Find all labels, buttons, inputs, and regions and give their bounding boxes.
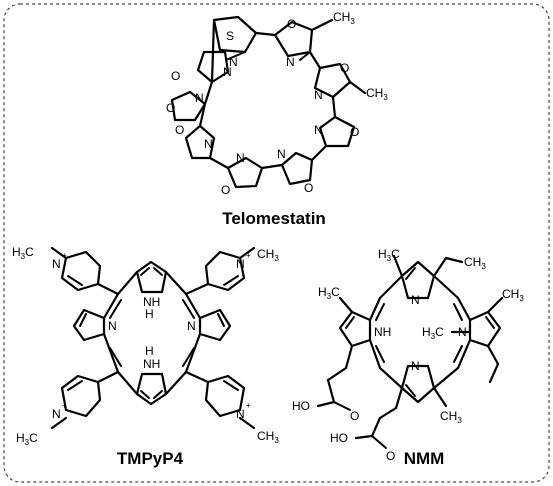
tmpyp4-n-left: N [108, 319, 117, 333]
telomestatin-n8: N [195, 91, 204, 105]
telomestatin-o1: O [287, 17, 296, 31]
telomestatin-o7: O [166, 101, 175, 115]
telomestatin-o2: O [340, 61, 349, 75]
tmpyp4-nh-bottom: NH [143, 357, 160, 371]
telomestatin-o5: O [221, 183, 230, 197]
tmpyp4-plus-bottomleft: + [62, 401, 67, 410]
nmm-nh-left: NH [374, 325, 391, 339]
tmpyp4-ch3-bottomright: CH3 [257, 429, 279, 445]
telomestatin-o6: O [175, 123, 184, 137]
nmm-n-bottom: N [411, 359, 420, 373]
telomestatin-ch3-a: CH3 [333, 10, 355, 26]
telomestatin-n3: N [314, 88, 323, 102]
telomestatin-o3: O [350, 125, 359, 139]
tmpyp4-nh-top: NH [143, 295, 160, 309]
telomestatin-n4: N [314, 123, 323, 137]
nmm-n-top: N [411, 293, 420, 307]
telomestatin-n1: N [229, 55, 238, 69]
tmpyp4-plus-topright: + [246, 251, 251, 260]
nmm-name: NMM [404, 449, 445, 468]
tmpyp4-ch3-topright: CH3 [257, 247, 279, 263]
telomestatin-name: Telomestatin [222, 209, 326, 228]
telomestatin-n2: N [286, 55, 295, 69]
tmpyp4-h3c-topleft: H3C [12, 245, 34, 261]
tmpyp4-npy-topright: N [236, 257, 245, 271]
tmpyp4-npy-bottomright: N [236, 407, 245, 421]
tmpyp4-structure: NH H N N H NH H3C N + N + CH3 N + H3C N … [12, 245, 279, 468]
nmm-n-methyl: N [458, 325, 467, 339]
nmm-o-bottom: O [386, 449, 395, 463]
telomestatin-structure: S N O N CH3 O N CH3 N O N O N O N O N O … [166, 10, 388, 228]
nmm-ho-bottom: HO [330, 431, 348, 445]
tmpyp4-h-bottom: H [145, 344, 154, 358]
nmm-ch3-bottom: CH3 [440, 409, 462, 425]
telomestatin-n9: N [223, 65, 232, 79]
tmpyp4-h-top: H [145, 307, 154, 321]
nmm-o-left: O [350, 409, 359, 423]
tmpyp4-name: TMPyP4 [117, 449, 184, 468]
tmpyp4-plus-bottomright: + [246, 401, 251, 410]
tmpyp4-h3c-bottomleft: H3C [16, 431, 38, 447]
nmm-ch3-ethyl-top: CH3 [464, 255, 486, 271]
telomestatin-s-atom: S [226, 29, 234, 43]
figure-border [3, 3, 550, 483]
tmpyp4-npy-topleft: N [52, 257, 61, 271]
nmm-ch3-right: CH3 [502, 287, 524, 303]
nmm-ho-left: HO [292, 399, 310, 413]
telomestatin-ch3-b: CH3 [366, 86, 388, 102]
nmm-h3c-n: H3C [422, 325, 444, 341]
nmm-structure: H3C CH3 N H3C NH H3C N CH3 N HO O CH3 HO… [292, 247, 524, 468]
tmpyp4-n-right: N [187, 319, 196, 333]
tmpyp4-plus-topleft: + [62, 251, 67, 260]
telomestatin-o8: O [171, 69, 180, 83]
telomestatin-o4: O [304, 181, 313, 195]
tmpyp4-npy-bottomleft: N [52, 407, 61, 421]
telomestatin-n6: N [236, 151, 245, 165]
telomestatin-n7: N [204, 137, 213, 151]
telomestatin-n5: N [277, 147, 286, 161]
nmm-h3c-top: H3C [378, 247, 400, 263]
nmm-h3c-left: H3C [318, 285, 340, 301]
